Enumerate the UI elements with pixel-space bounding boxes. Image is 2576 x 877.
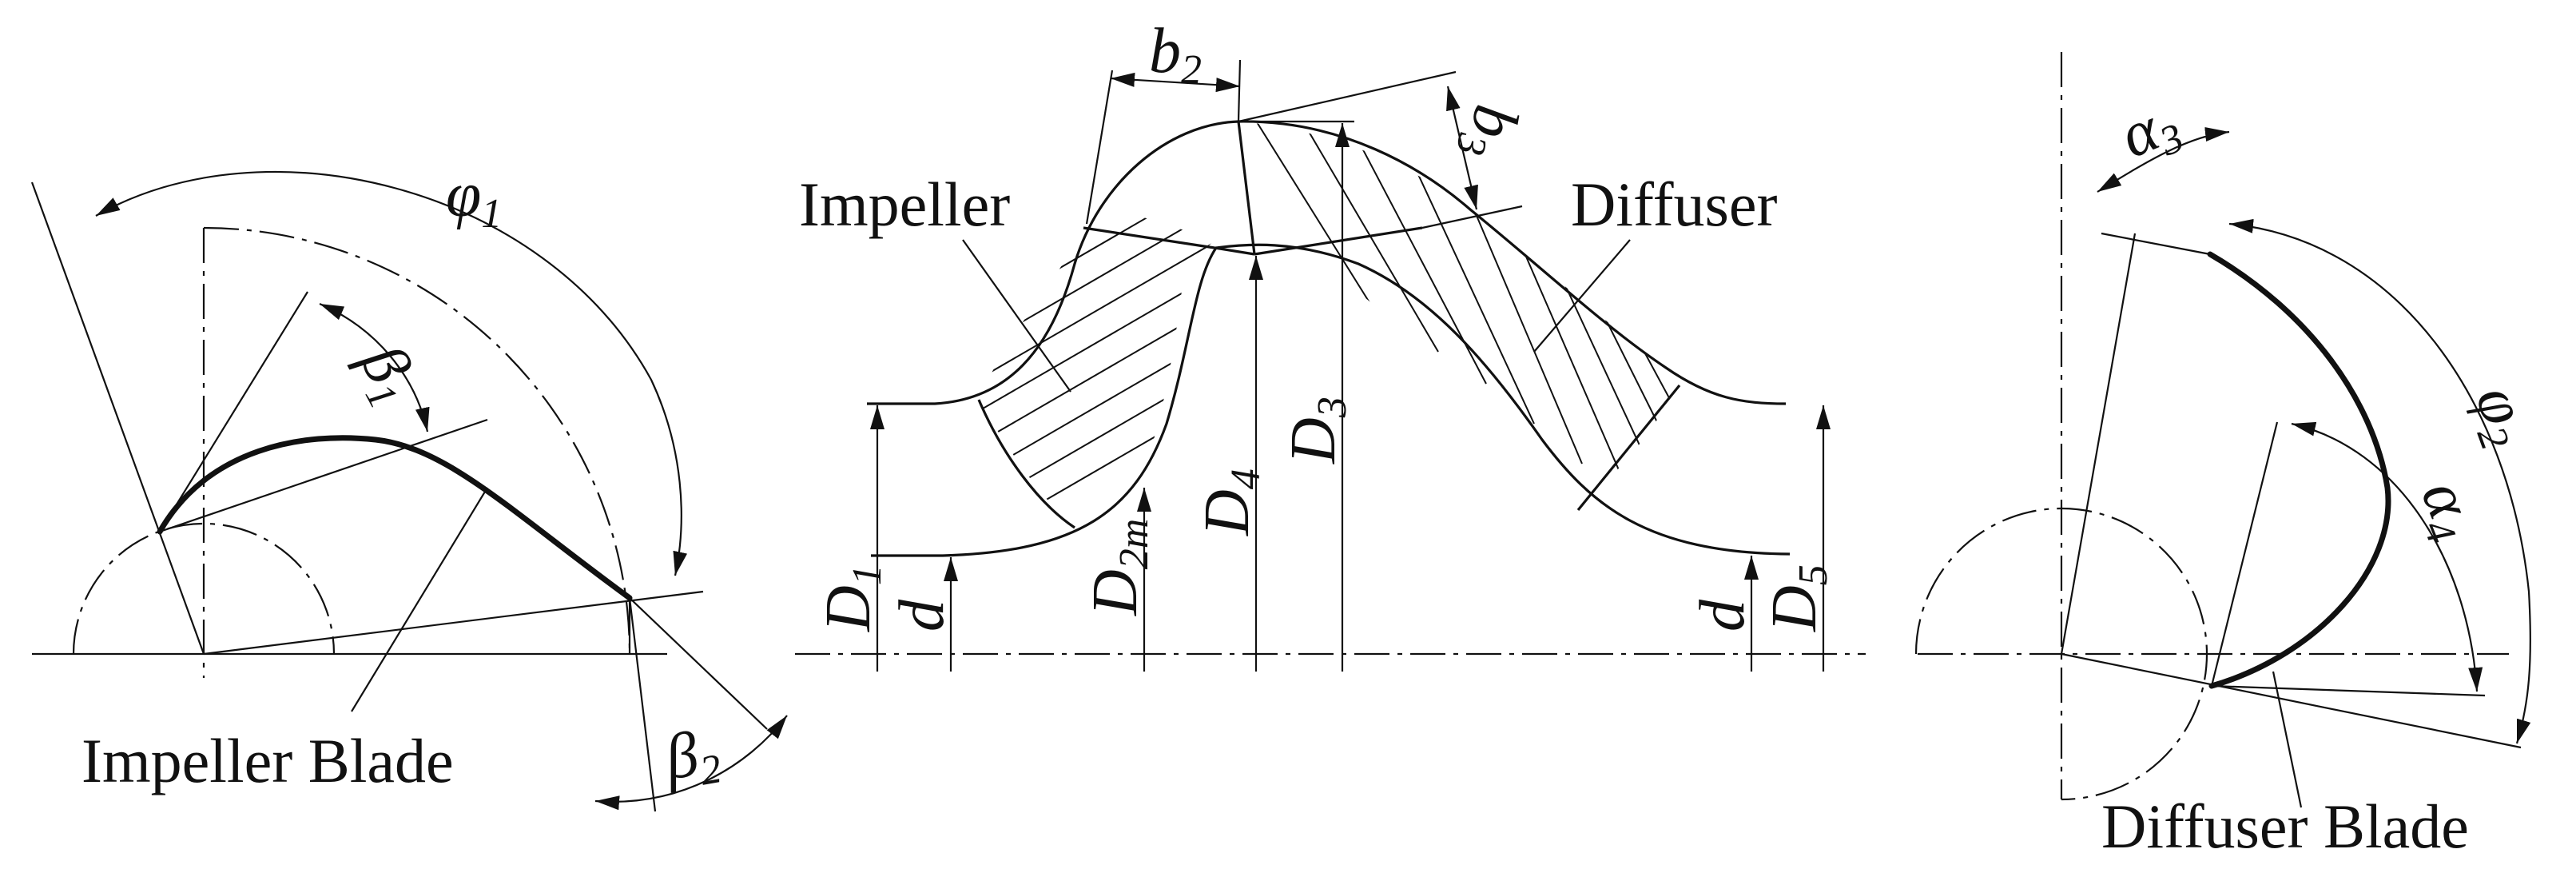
- beta2-tangent-line: [629, 597, 768, 730]
- right-hub-circle: [1914, 507, 2208, 801]
- diffuser-blade-view: α3 φ2 α4 Diffuser Blade: [1914, 52, 2547, 861]
- b2-ext-left: [1085, 70, 1114, 225]
- D1-label: D1: [813, 564, 890, 632]
- b2-label: b2: [1149, 16, 1202, 93]
- phi2-label: φ2: [2456, 377, 2547, 456]
- b3-label: b3: [1447, 98, 1532, 164]
- hub-contour: [871, 243, 1791, 557]
- phi1-arrow-arc: [95, 170, 688, 576]
- meridional-section-view: b2 b3 D1 d D2m D4 D3 d D5 Impeller Diffu…: [795, 16, 1866, 672]
- alpha3-tangent-line: [2101, 232, 2211, 256]
- impeller-blade-leader: [351, 487, 488, 712]
- D4-label: D4: [1192, 468, 1269, 536]
- impeller-blade-label: Impeller Blade: [81, 726, 454, 795]
- diffuser-outlet-edge: [1576, 384, 1681, 512]
- b3-dim-line: [1446, 86, 1478, 210]
- diffuser-blade-leader: [2272, 671, 2303, 808]
- d-left-label: d: [887, 599, 957, 632]
- alpha4-arrow-arc: [2291, 421, 2483, 692]
- D2m-label: D2m: [1080, 519, 1157, 616]
- impeller-leading-edge: [977, 399, 1075, 529]
- hub-circle: [72, 522, 336, 655]
- beta1-radial-line: [159, 291, 308, 532]
- alpha3-label: α3: [2111, 86, 2190, 177]
- beta2-radial-extension: [628, 597, 657, 812]
- phi1-label: φ1: [446, 160, 502, 237]
- b2-dim-line: [1110, 72, 1241, 93]
- alpha3-radial-line: [2060, 233, 2137, 655]
- alpha4-tangent-line: [2211, 684, 2486, 697]
- b2-ext-right: [1237, 59, 1242, 122]
- b3-ext-bottom: [1421, 205, 1523, 229]
- d-right-label: d: [1688, 599, 1758, 632]
- phi2-arrow-arc: [2228, 218, 2531, 744]
- beta1-arrow-arc: [319, 302, 430, 433]
- diffuser-inlet-line: [1237, 121, 1256, 255]
- beta2-arrow-arc: [594, 715, 788, 811]
- diffuser-hatch: [1238, 122, 1678, 512]
- beta2-label: β2: [658, 716, 725, 800]
- impeller-leader: [962, 239, 1071, 393]
- phi1-ray: [30, 181, 205, 655]
- impeller-blade-view: φ1 β1 β2 Impeller Blade: [30, 160, 788, 812]
- trailing-radial-line-right: [2061, 652, 2522, 749]
- diffuser-label: Diffuser: [1571, 169, 1778, 239]
- impeller-blade-curve: [157, 435, 633, 601]
- diffuser-blade-curve: [2207, 251, 2391, 689]
- D5-label: D5: [1759, 564, 1836, 632]
- impeller-hub-edge: [1214, 246, 1255, 256]
- impeller-outlet-line: [1083, 226, 1215, 249]
- diffuser-hub-edge: [1254, 226, 1423, 256]
- phi1-outer-arc: [203, 226, 631, 655]
- impeller-label: Impeller: [799, 169, 1010, 239]
- alpha4-radial-line: [2210, 421, 2279, 687]
- alpha4-label: α4: [2402, 471, 2493, 550]
- trailing-radial-line: [203, 590, 704, 656]
- shroud-contour: [867, 120, 1787, 405]
- diffuser-blade-label: Diffuser Blade: [2101, 791, 2469, 861]
- alpha3-arrow-arc: [2097, 127, 2230, 193]
- diffuser-leader: [1533, 239, 1631, 353]
- D3-label: D3: [1278, 397, 1355, 464]
- b3-ext-top: [1238, 70, 1457, 123]
